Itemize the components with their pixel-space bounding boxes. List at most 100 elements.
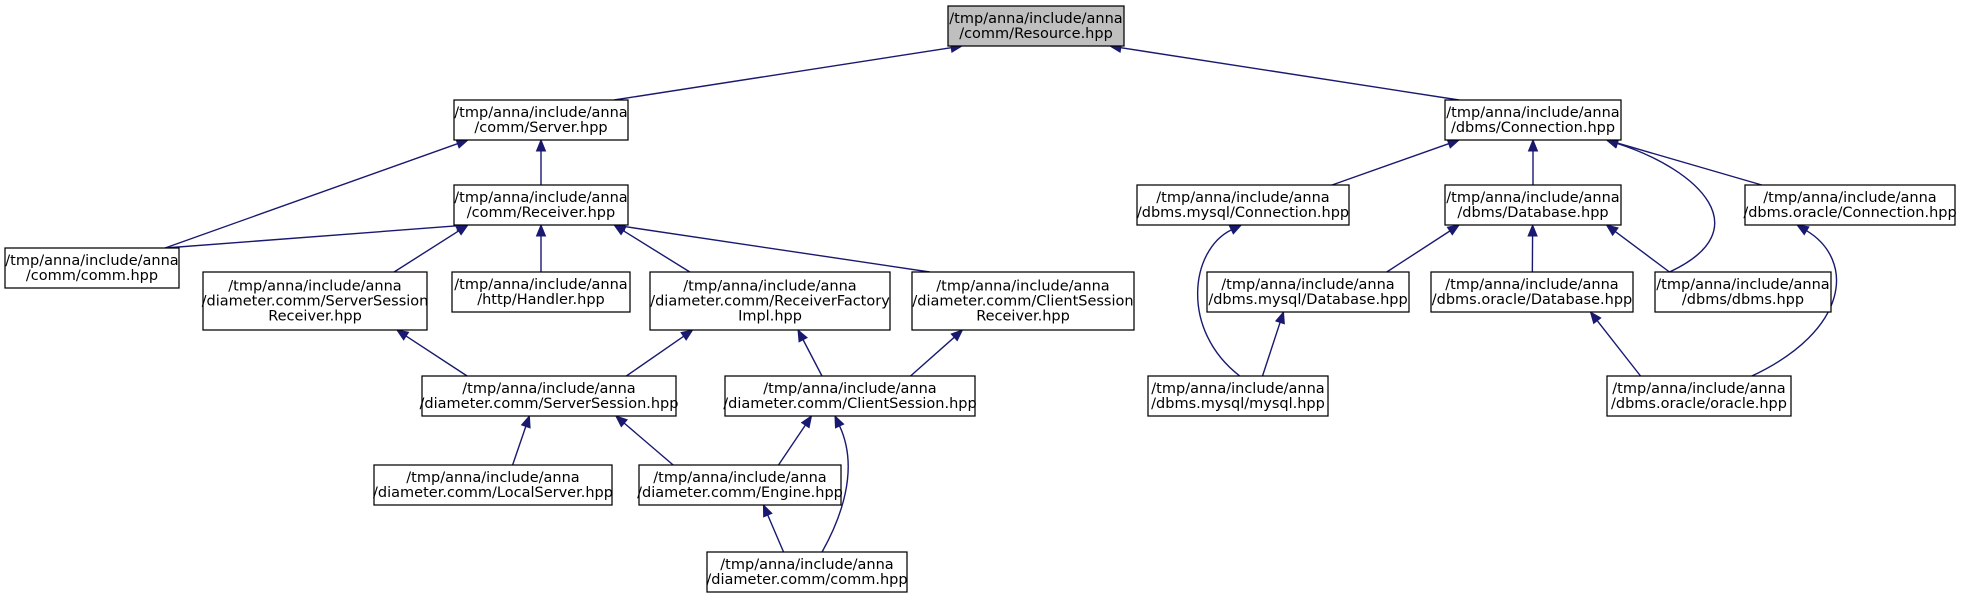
node-box (638, 464, 842, 506)
edge-line (1386, 230, 1451, 273)
node-local-server[interactable]: /tmp/anna/include/anna/diameter.comm/Loc… (373, 464, 613, 506)
node-label-line: /comm/comm.hpp (26, 268, 158, 284)
node-label-line: /tmp/anna/include/anna (228, 279, 401, 295)
node-label-line: /diameter.comm/ServerSession (202, 294, 429, 310)
node-oracle-database[interactable]: /tmp/anna/include/anna/dbms.oracle/Datab… (1430, 271, 1634, 313)
node-label-line: /diameter.comm/ClientSession.hpp (723, 396, 976, 412)
edge-diameter-comm-to-client-session (821, 414, 849, 553)
edge-arrowhead (1796, 224, 1810, 236)
edge-arrowhead (1589, 310, 1602, 325)
edge-server-session-receiver-to-receiver (393, 224, 470, 273)
node-label-line: /tmp/anna/include/anna (683, 279, 856, 295)
edge-arrowhead (834, 414, 845, 429)
edge-line (1616, 142, 1716, 273)
edges-layer (164, 42, 1838, 553)
edge-line (623, 230, 691, 273)
edge-arrowhead (1605, 224, 1619, 237)
node-dbms-database[interactable]: /tmp/anna/include/anna/dbms/Database.hpp (1444, 184, 1622, 226)
edge-arrowhead (1527, 223, 1538, 237)
node-server[interactable]: /tmp/anna/include/anna/comm/Server.hpp (453, 99, 629, 141)
edge-arrowhead (1446, 138, 1461, 149)
edge-line (1197, 229, 1241, 377)
node-oracle-connection[interactable]: /tmp/anna/include/anna/dbms.oracle/Conne… (1743, 184, 1957, 226)
edge-line (1751, 230, 1838, 377)
node-label-line: /diameter.comm/ReceiverFactory (650, 294, 890, 310)
node-label-line: Receiver.hpp (268, 309, 362, 325)
node-label-line: /dbms.oracle/Database.hpp (1432, 292, 1633, 308)
node-label-line: /dbms/dbms.hpp (1682, 292, 1804, 308)
node-dbms-dbms[interactable]: /tmp/anna/include/anna/dbms/dbms.hpp (1654, 271, 1832, 313)
node-label-line: /dbms/Connection.hpp (1451, 120, 1615, 136)
edge-line (624, 225, 930, 273)
node-label-line: /tmp/anna/include/anna (949, 11, 1122, 27)
edge-engine-to-server-session (614, 415, 674, 466)
edge-oracle-connection-to-dbms-connection (1605, 138, 1762, 186)
edge-arrowhead (455, 224, 470, 236)
node-client-session[interactable]: /tmp/anna/include/anna/diameter.comm/Cli… (723, 375, 977, 417)
edge-server-session-to-server-session-receiver (395, 329, 468, 377)
node-label-line: /tmp/anna/include/anna (1446, 105, 1619, 121)
edge-local-server-to-server-session (511, 414, 531, 466)
node-box (453, 99, 629, 141)
edge-comm-comm-to-receiver (165, 220, 470, 249)
node-mysql-connection[interactable]: /tmp/anna/include/anna/dbms.mysql/Connec… (1136, 184, 1350, 226)
edge-arrowhead (535, 223, 547, 237)
node-label-line: /dbms.mysql/mysql.hpp (1151, 396, 1325, 412)
node-box (649, 271, 891, 331)
edge-arrowhead (1527, 138, 1539, 152)
edge-dbms-connection-to-resource (1108, 42, 1460, 101)
edge-line (1331, 143, 1449, 186)
edge-comm-comm-to-server (164, 138, 470, 249)
node-mysql-database[interactable]: /tmp/anna/include/anna/dbms.mysql/Databa… (1206, 271, 1410, 313)
node-label-line: /tmp/anna/include/anna (1151, 381, 1324, 397)
edge-dbms-database-to-dbms-connection (1527, 138, 1539, 185)
node-mysql-mysql[interactable]: /tmp/anna/include/anna/dbms.mysql/mysql.… (1147, 375, 1329, 417)
node-dbms-connection[interactable]: /tmp/anna/include/anna/dbms/Connection.h… (1444, 99, 1622, 141)
edge-arrowhead (950, 329, 964, 342)
node-server-session-receiver[interactable]: /tmp/anna/include/anna/diameter.comm/Ser… (202, 271, 429, 331)
node-label-line: /diameter.comm/Engine.hpp (637, 485, 843, 501)
edge-line (1617, 142, 1762, 186)
node-label-line: /tmp/anna/include/anna (1156, 190, 1329, 206)
node-box (373, 464, 613, 506)
node-comm-comm[interactable]: /tmp/anna/include/anna/comm/comm.hpp (4, 247, 180, 289)
node-box (451, 271, 631, 313)
edge-arrowhead (800, 414, 813, 429)
node-box (202, 271, 428, 331)
node-label-line: /dbms.oracle/Connection.hpp (1743, 205, 1956, 221)
edge-engine-to-client-session (777, 414, 813, 466)
node-receiver-factory-impl[interactable]: /tmp/anna/include/anna/diameter.comm/Rec… (649, 271, 891, 331)
node-box (1430, 271, 1634, 313)
node-box (1147, 375, 1329, 417)
node-oracle-oracle[interactable]: /tmp/anna/include/anna/dbms.oracle/oracl… (1606, 375, 1792, 417)
node-box (453, 184, 629, 226)
edge-client-session-receiver-to-receiver (612, 221, 930, 273)
node-client-session-receiver[interactable]: /tmp/anna/include/anna/diameter.comm/Cli… (911, 271, 1135, 331)
edge-arrowhead (1228, 224, 1243, 235)
node-label-line: /comm/Server.hpp (474, 120, 607, 136)
edge-line (802, 339, 823, 377)
node-engine[interactable]: /tmp/anna/include/anna/diameter.comm/Eng… (637, 464, 843, 506)
edge-line (910, 336, 955, 377)
node-label-line: /tmp/anna/include/anna (454, 190, 627, 206)
node-label-line: Impl.hpp (738, 309, 802, 325)
edge-line (165, 225, 458, 249)
node-diameter-comm[interactable]: /tmp/anna/include/anna/diameter.comm/com… (706, 551, 908, 593)
node-resource[interactable]: /tmp/anna/include/anna/comm/Resource.hpp (947, 5, 1125, 47)
edge-arrowhead (520, 414, 531, 429)
node-label-line: /tmp/anna/include/anna (763, 381, 936, 397)
edge-line (623, 422, 674, 466)
node-server-session[interactable]: /tmp/anna/include/anna/diameter.comm/Ser… (420, 375, 679, 417)
node-label-line: /tmp/anna/include/anna (454, 105, 627, 121)
node-receiver[interactable]: /tmp/anna/include/anna/comm/Receiver.hpp (453, 184, 629, 226)
edge-line (405, 335, 468, 377)
edge-line (767, 514, 785, 553)
edge-http-handler-to-receiver (535, 223, 547, 272)
node-label-line: /dbms.mysql/Database.hpp (1208, 292, 1407, 308)
edge-arrowhead (535, 138, 547, 152)
edge-mysql-connection-to-dbms-connection (1331, 138, 1461, 186)
edge-dbms-dbms-to-dbms-connection (1605, 138, 1716, 273)
edge-line (511, 426, 527, 466)
node-http-handler[interactable]: /tmp/anna/include/anna/http/Handler.hpp (451, 271, 631, 313)
